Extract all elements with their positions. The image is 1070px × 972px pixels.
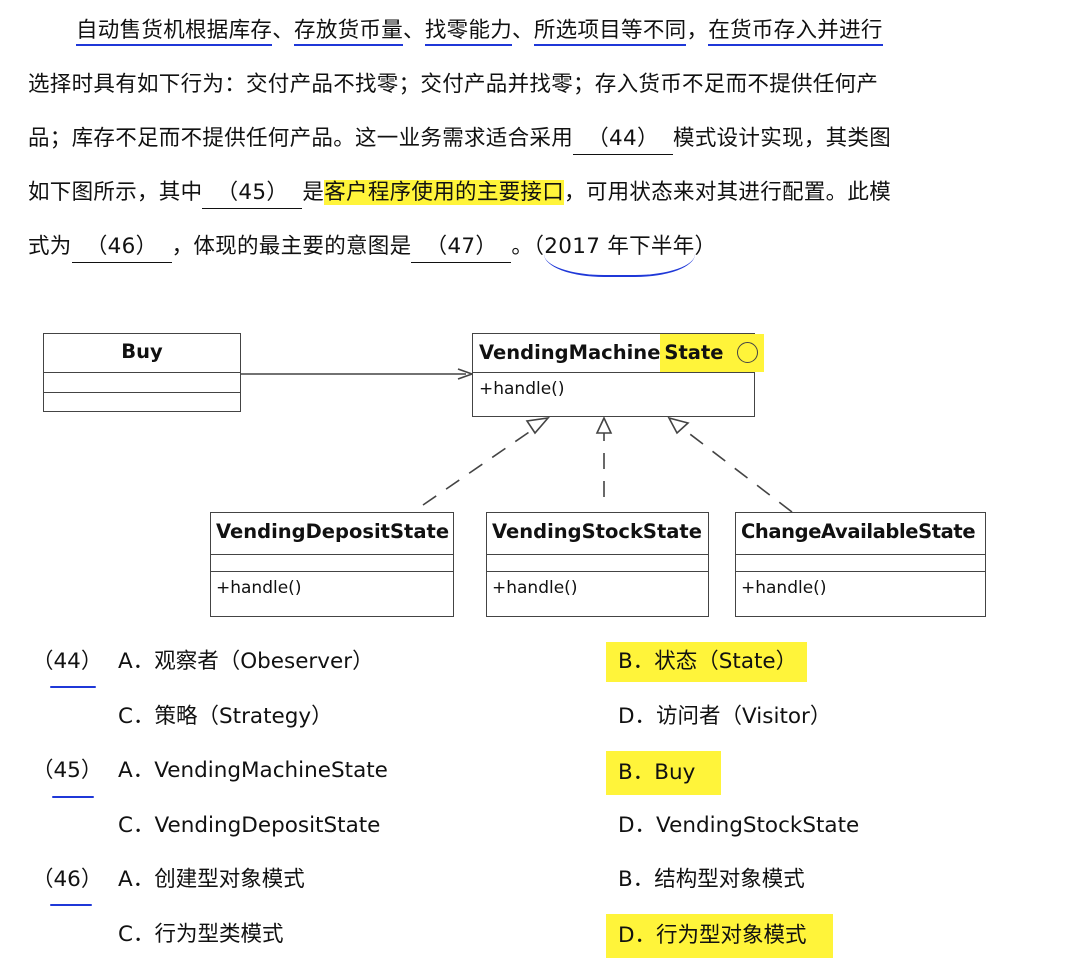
class-divider — [736, 571, 985, 572]
highlighted-title-part: State — [660, 334, 764, 372]
text: 式为 — [28, 234, 72, 259]
answer-blank-44: （44） — [573, 124, 674, 155]
class-divider — [211, 554, 453, 555]
text: 、 — [403, 18, 425, 43]
class-divider — [211, 571, 453, 572]
interface-method: +handle() — [479, 379, 565, 399]
highlighted-phrase: 客户程序使用的主要接口 — [324, 180, 565, 205]
class-buy: Buy — [43, 333, 241, 412]
interface-circle-icon — [736, 342, 758, 363]
class-divider — [473, 372, 754, 373]
text: 、 — [272, 18, 295, 43]
class-divider — [487, 571, 708, 572]
class-method: +handle() — [216, 578, 302, 598]
option-46-a: A．创建型对象模式 — [118, 867, 305, 892]
question-46-number: （46） — [32, 867, 103, 892]
text: ， — [686, 18, 709, 43]
class-method: +handle() — [492, 578, 578, 598]
text: ，可用状态来对其进行配置。此模 — [564, 180, 892, 205]
option-46-d: D．行为型对象模式 — [606, 914, 833, 958]
answer-blank-46: （46） — [71, 232, 172, 263]
interface-title-part: VendingMachine — [479, 341, 661, 364]
underlined-phrase: 自动售货机根据库存 — [76, 18, 273, 46]
option-45-a: A．VendingMachineState — [118, 758, 388, 783]
option-45-b: B．Buy — [606, 751, 722, 795]
realization-arrowhead-1 — [525, 416, 551, 435]
class-divider — [44, 392, 240, 393]
question-44-number: （44） — [32, 649, 103, 674]
class-title: ChangeAvailableState — [741, 520, 976, 543]
underlined-phrase: 存放货币量 — [294, 18, 404, 46]
option-44-d: D．访问者（Visitor） — [618, 704, 832, 729]
realization-arrowhead-3 — [667, 416, 690, 435]
text: 。（ — [511, 234, 545, 259]
paragraph-line-5: 式为（46），体现的最主要的意图是（47）。（2017 年下半年） — [28, 220, 1028, 277]
class-divider — [487, 554, 708, 555]
text: 是 — [302, 180, 325, 205]
pen-mark — [50, 904, 92, 906]
realization-arrowhead-2 — [595, 416, 613, 434]
paragraph-line-4: 如下图所示，其中（45）是客户程序使用的主要接口，可用状态来对其进行配置。此模 — [28, 166, 1028, 220]
answer-blank-47: （47） — [411, 232, 512, 263]
pen-mark — [50, 686, 96, 688]
text: 模式设计实现，其类图 — [673, 126, 892, 151]
paragraph-line-3: 品；库存不足而不提供任何产品。这一业务需求适合采用（44）模式设计实现，其类图 — [28, 112, 1028, 166]
paragraph-line-1: 自动售货机根据库存、存放货币量、找零能力、所选项目等不同，在货币存入并进行 — [28, 4, 1028, 58]
underlined-phrase: 找零能力 — [424, 18, 513, 46]
underlined-phrase: 在货币存入并进行 — [708, 18, 883, 46]
option-44-c: C．策略（Strategy） — [118, 704, 333, 729]
class-divider — [736, 554, 985, 555]
answer-blank-45: （45） — [202, 178, 303, 209]
class-vending-stock-state: VendingStockState +handle() — [486, 512, 709, 617]
question-paragraph: 自动售货机根据库存、存放货币量、找零能力、所选项目等不同，在货币存入并进行 选择… — [28, 4, 1028, 277]
year-note: 2017 年下半年 — [544, 220, 695, 277]
realization-line-3 — [681, 427, 793, 513]
text: 如下图所示，其中 — [28, 180, 203, 205]
realization-line-1 — [422, 427, 536, 506]
class-method: +handle() — [741, 578, 827, 598]
underlined-phrase: 所选项目等不同 — [533, 18, 687, 46]
option-46-c: C．行为型类模式 — [118, 922, 284, 947]
option-45-d: D．VendingStockState — [618, 813, 860, 838]
class-title: VendingDepositState — [216, 520, 450, 543]
class-title: VendingStockState — [492, 520, 702, 543]
text: ，体现的最主要的意图是 — [171, 234, 412, 259]
class-buy-title: Buy — [121, 340, 163, 363]
text: ） — [694, 234, 717, 259]
option-46-b: B．结构型对象模式 — [618, 867, 805, 892]
class-change-available-state: ChangeAvailableState +handle() — [735, 512, 986, 617]
pen-mark — [52, 796, 94, 798]
question-45-number: （45） — [32, 758, 103, 783]
option-45-c: C．VendingDepositState — [118, 813, 381, 838]
interface-title-part: State — [664, 341, 724, 364]
text: 品；库存不足而不提供任何产品。这一业务需求适合采用 — [28, 126, 574, 151]
option-44-b: B．状态（State） — [606, 642, 808, 682]
class-vending-deposit-state: VendingDepositState +handle() — [210, 512, 454, 617]
paragraph-line-2: 选择时具有如下行为：交付产品不找零；交付产品并找零；存入货币不足而不提供任何产 — [28, 72, 879, 97]
text: 、 — [512, 18, 534, 43]
option-44-a: A．观察者（Obeserver） — [118, 649, 374, 674]
class-divider — [44, 372, 240, 373]
